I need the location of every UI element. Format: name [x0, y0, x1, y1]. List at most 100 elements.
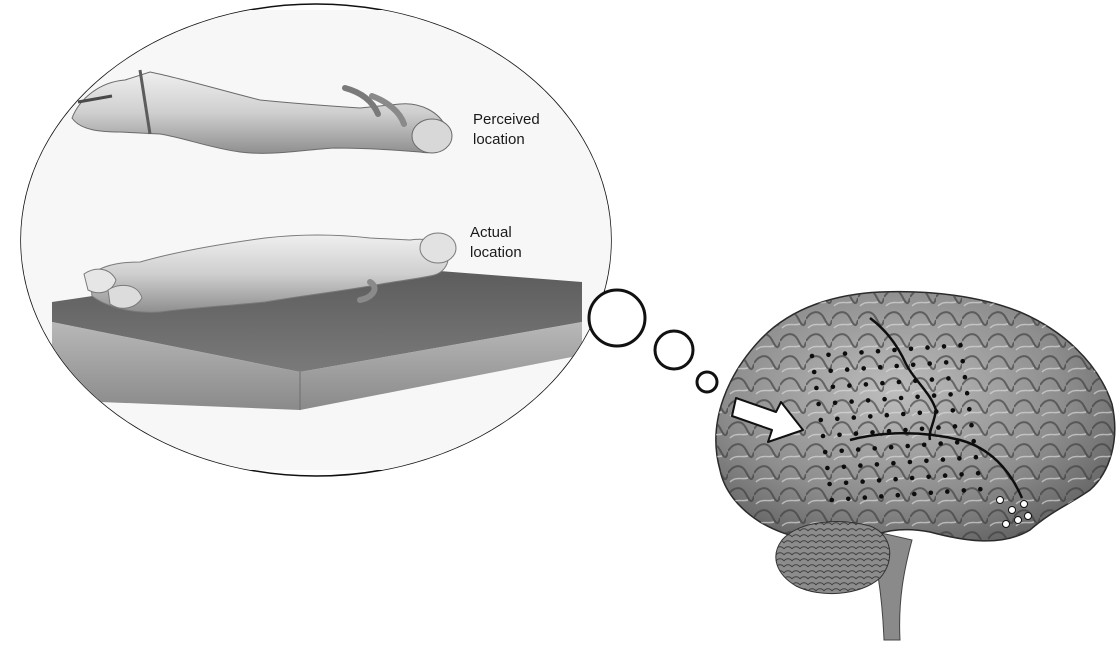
electrode-dot: [856, 447, 861, 452]
electrode-dot: [971, 439, 976, 444]
electrode-dot: [827, 482, 832, 487]
electrode-dot: [885, 413, 890, 418]
electrode-dot: [864, 382, 869, 387]
electrode-dot: [882, 397, 887, 402]
electrode-dot: [932, 393, 937, 398]
electrode-dot: [880, 381, 885, 386]
temporal-electrode-marker: [1009, 507, 1016, 514]
electrode-dot: [908, 460, 913, 465]
electrode-dot: [915, 395, 920, 400]
electrode-dot: [854, 431, 859, 436]
electrode-dot: [934, 409, 939, 414]
temporal-electrode-marker: [997, 497, 1004, 504]
electrode-dot: [897, 380, 902, 385]
perceived-location-label-line2: location: [473, 131, 525, 148]
electrode-dot: [927, 361, 932, 366]
electrode-dot: [825, 466, 830, 471]
electrode-dot: [930, 377, 935, 382]
electrode-dot: [901, 412, 906, 417]
temporal-electrode-marker: [1025, 513, 1032, 520]
electrode-dot: [879, 494, 884, 499]
electrode-dot: [878, 365, 883, 370]
electrode-dot: [819, 418, 824, 423]
electrode-dot: [816, 402, 821, 407]
electrode-dot: [899, 396, 904, 401]
electrode-dot: [924, 459, 929, 464]
electrode-dot: [831, 385, 836, 390]
electrode-dot: [969, 423, 974, 428]
electrode-dot: [951, 408, 956, 413]
actual-location-label-line2: location: [470, 244, 522, 261]
electrode-dot: [891, 461, 896, 466]
perceived-location-label-line1: Perceived: [473, 111, 540, 128]
electrode-dot: [918, 411, 923, 416]
electrode-dot: [967, 407, 972, 412]
electrode-dot: [823, 450, 828, 455]
electrode-dot: [955, 440, 960, 445]
electrode-dot: [945, 489, 950, 494]
electrode-dot: [974, 455, 979, 460]
electrode-dot: [913, 379, 918, 384]
electrode-dot: [896, 493, 901, 498]
thought-trail-circle-large: [589, 290, 645, 346]
electrode-dot: [847, 383, 852, 388]
temporal-electrode-marker: [1021, 501, 1028, 508]
electrode-dot: [839, 449, 844, 454]
electrode-dot: [893, 477, 898, 482]
actual-location-label-line1: Actual: [470, 224, 512, 241]
electrode-dot: [872, 446, 877, 451]
electrode-dot: [948, 392, 953, 397]
electrode-dot: [892, 348, 897, 353]
electrode-dot: [942, 344, 947, 349]
electrode-dot: [826, 353, 831, 358]
electrode-dot: [875, 462, 880, 467]
electrode-dot: [957, 456, 962, 461]
electrode-dot: [959, 472, 964, 477]
thought-bubble-icon: Perceived location Actual location: [20, 4, 620, 476]
electrode-dot: [925, 345, 930, 350]
electrode-dot: [958, 343, 963, 348]
electrode-dot: [960, 359, 965, 364]
electrode-dot: [978, 487, 983, 492]
electrode-dot: [830, 498, 835, 503]
electrode-dot: [920, 427, 925, 432]
electrode-dot: [843, 351, 848, 356]
electrode-dot: [863, 495, 868, 500]
electrode-dot: [963, 375, 968, 380]
electrode-dot: [941, 457, 946, 462]
electrode-dot: [943, 473, 948, 478]
electrode-dot: [877, 478, 882, 483]
electrode-dot: [962, 488, 967, 493]
electrode-dot: [938, 441, 943, 446]
electrode-dot: [953, 424, 958, 429]
electrode-dot: [833, 401, 838, 406]
temporal-electrode-marker: [1015, 517, 1022, 524]
electrode-dot: [944, 360, 949, 365]
electrode-dot: [903, 428, 908, 433]
electrode-dot: [889, 445, 894, 450]
electrode-dot: [821, 434, 826, 439]
electrode-dot: [894, 364, 899, 369]
electrode-dot: [946, 376, 951, 381]
brain-icon: [716, 292, 1115, 640]
electrode-dot: [859, 350, 864, 355]
electrode-dot: [858, 463, 863, 468]
electrode-dot: [911, 363, 916, 368]
electrode-dot: [860, 479, 865, 484]
electrode-dot: [842, 465, 847, 470]
electrode-dot: [814, 386, 819, 391]
electrode-dot: [866, 398, 871, 403]
electrode-dot: [876, 349, 881, 354]
electrode-dot: [922, 443, 927, 448]
electrode-dot: [861, 366, 866, 371]
electrode-dot: [870, 430, 875, 435]
electrode-dot: [965, 391, 970, 396]
electrode-dot: [929, 491, 934, 496]
electrode-dot: [912, 492, 917, 497]
electrode-dot: [810, 354, 815, 359]
electrode-dot: [812, 370, 817, 375]
electrode-dot: [976, 471, 981, 476]
electrode-dot: [905, 444, 910, 449]
electrode-dot: [936, 425, 941, 430]
